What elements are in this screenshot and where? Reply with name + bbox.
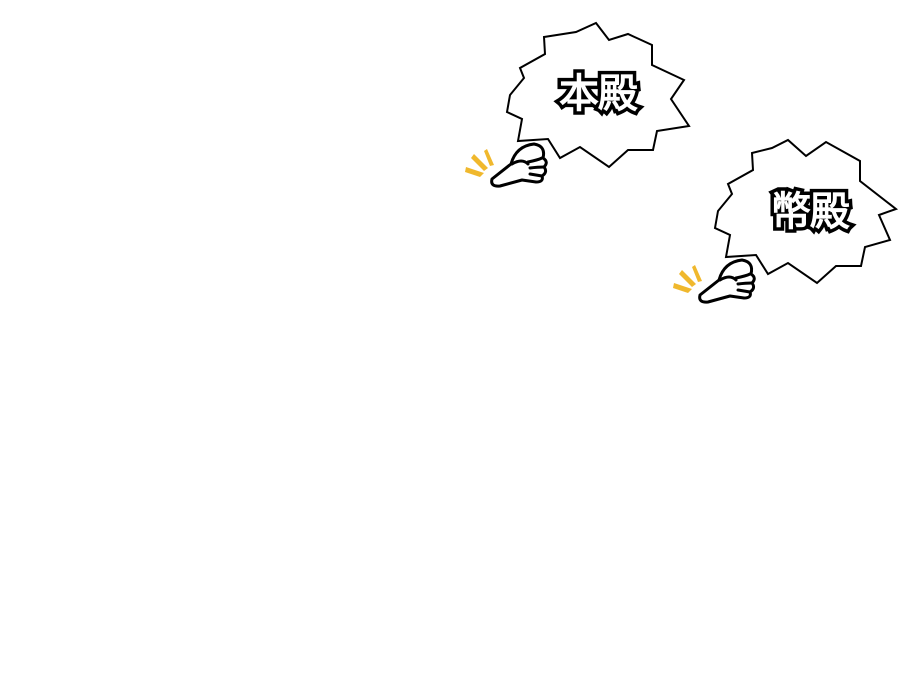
starburst-outline (505, 21, 691, 169)
pointing-hand-icon (490, 142, 548, 188)
callout-label-heiden: 幣殿 (768, 189, 854, 236)
starburst-outline (713, 138, 899, 285)
callout-heiden: 幣殿 (668, 136, 900, 306)
burst-bubble-shape (673, 138, 899, 293)
callout-honden: 本殿 (460, 20, 695, 190)
spark-lines (673, 265, 702, 293)
spark-lines (465, 149, 494, 177)
pointing-hand-icon (698, 258, 756, 304)
burst-bubble-shape (465, 21, 691, 177)
callout-label-honden: 本殿 (556, 71, 642, 118)
